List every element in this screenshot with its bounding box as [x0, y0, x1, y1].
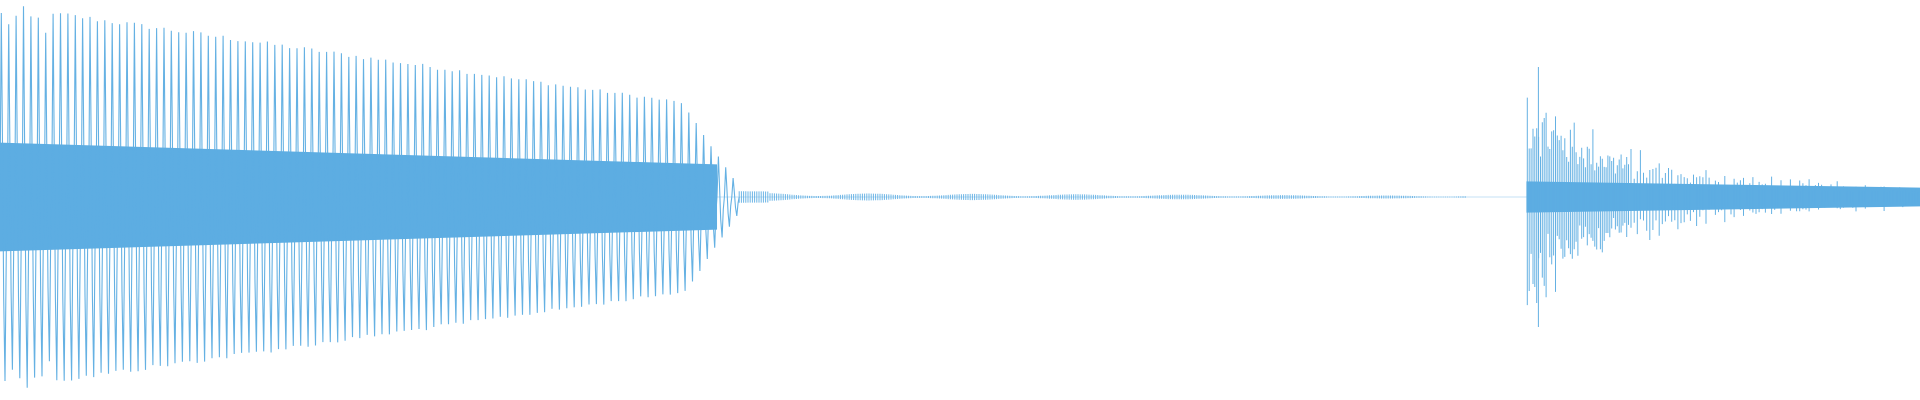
- waveform-segments: [0, 6, 1920, 388]
- waveform-segment-1: [0, 6, 740, 388]
- waveform-segment-1-tail: [738, 191, 1466, 203]
- waveform-core-band-1: [0, 142, 718, 252]
- waveform-segment-2: [1526, 67, 1919, 327]
